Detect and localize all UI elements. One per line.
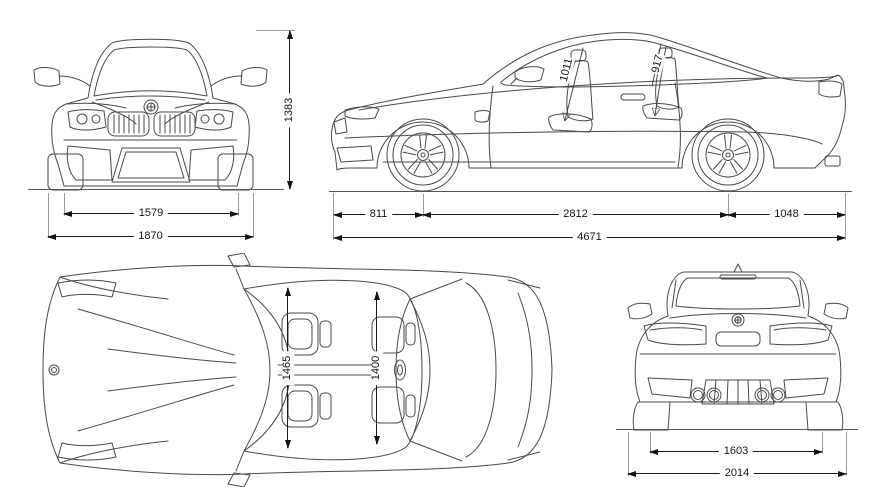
bmw-roundel-icon-rear xyxy=(731,313,745,327)
top-body xyxy=(42,264,553,476)
exhaust-tips xyxy=(690,387,786,403)
extension-line xyxy=(253,193,254,238)
rear-view-drawing xyxy=(627,263,849,431)
ground-line-rear xyxy=(616,429,858,431)
dim-front-track: 1579 xyxy=(63,208,239,220)
dim-rear-overhang: 1048 xyxy=(727,209,846,221)
top-view-drawing xyxy=(42,253,553,487)
dim-label: 1870 xyxy=(133,231,168,243)
dim-front-overall-width: 1870 xyxy=(47,231,254,243)
tail-light-right xyxy=(769,322,833,346)
side-rear-details xyxy=(818,80,843,167)
top-seats xyxy=(277,312,416,428)
dim-label: 1400 xyxy=(370,350,383,386)
rear-body xyxy=(634,263,842,403)
extension-line xyxy=(628,432,629,476)
dim-label: 4671 xyxy=(572,232,607,244)
bmw-roundel-icon xyxy=(143,99,159,115)
extension-line xyxy=(238,193,239,216)
extension-line xyxy=(48,193,49,238)
rear-mirrors xyxy=(627,302,849,320)
rear-tires xyxy=(632,401,844,431)
dim-label: 2812 xyxy=(558,209,593,221)
top-headlights xyxy=(57,279,117,461)
wheel-rear xyxy=(691,118,765,192)
dim-rear-interior-width: 1400 xyxy=(370,291,383,445)
extension-line xyxy=(423,194,424,217)
dim-label: 1383 xyxy=(283,92,296,128)
rear-diffuser xyxy=(647,377,829,405)
top-glasshouse xyxy=(235,268,463,472)
dim-label: 1048 xyxy=(769,209,804,221)
extension-line xyxy=(822,432,823,454)
front-body xyxy=(51,38,250,187)
extension-line xyxy=(728,194,729,217)
dim-label: 1465 xyxy=(281,350,294,386)
dim-rear-track: 1603 xyxy=(649,446,823,458)
dim-label: 811 xyxy=(364,209,393,221)
top-trunk-lines xyxy=(465,279,541,461)
side-body xyxy=(331,32,846,171)
side-front-details xyxy=(333,106,491,163)
front-mirrors xyxy=(33,67,268,87)
dim-overall-length: 4671 xyxy=(333,232,846,244)
dim-front-interior-width: 1465 xyxy=(281,287,294,449)
wheel-front xyxy=(386,118,460,192)
ground-line-side xyxy=(329,191,852,193)
dim-front-overall-height: 1383 xyxy=(283,30,296,190)
extension-line xyxy=(256,30,295,31)
antenna-fin-rear xyxy=(733,263,743,273)
front-tires xyxy=(47,153,254,191)
tail-light-left xyxy=(643,322,707,346)
extension-line xyxy=(64,193,65,216)
dim-rear-overall-width: 2014 xyxy=(627,468,847,480)
side-mirror xyxy=(510,66,545,85)
dim-label: 1603 xyxy=(718,446,754,458)
kidney-grille xyxy=(107,111,196,137)
front-view-drawing xyxy=(33,38,268,191)
dim-front-overhang: 811 xyxy=(333,209,424,221)
headlight-right xyxy=(194,109,234,131)
top-mirrors xyxy=(227,253,251,487)
dim-wheelbase: 2812 xyxy=(422,209,729,221)
dim-label: 1579 xyxy=(133,208,169,220)
dim-label: 2014 xyxy=(719,468,755,480)
side-view-drawing xyxy=(331,32,846,192)
headlight-left xyxy=(67,109,107,131)
extension-line xyxy=(650,432,651,454)
bmw-roundel-icon-top xyxy=(48,364,60,376)
extension-line xyxy=(846,432,847,476)
front-bumper-intakes xyxy=(63,139,238,187)
ground-line-front xyxy=(28,189,284,191)
antenna-fin xyxy=(394,359,406,381)
